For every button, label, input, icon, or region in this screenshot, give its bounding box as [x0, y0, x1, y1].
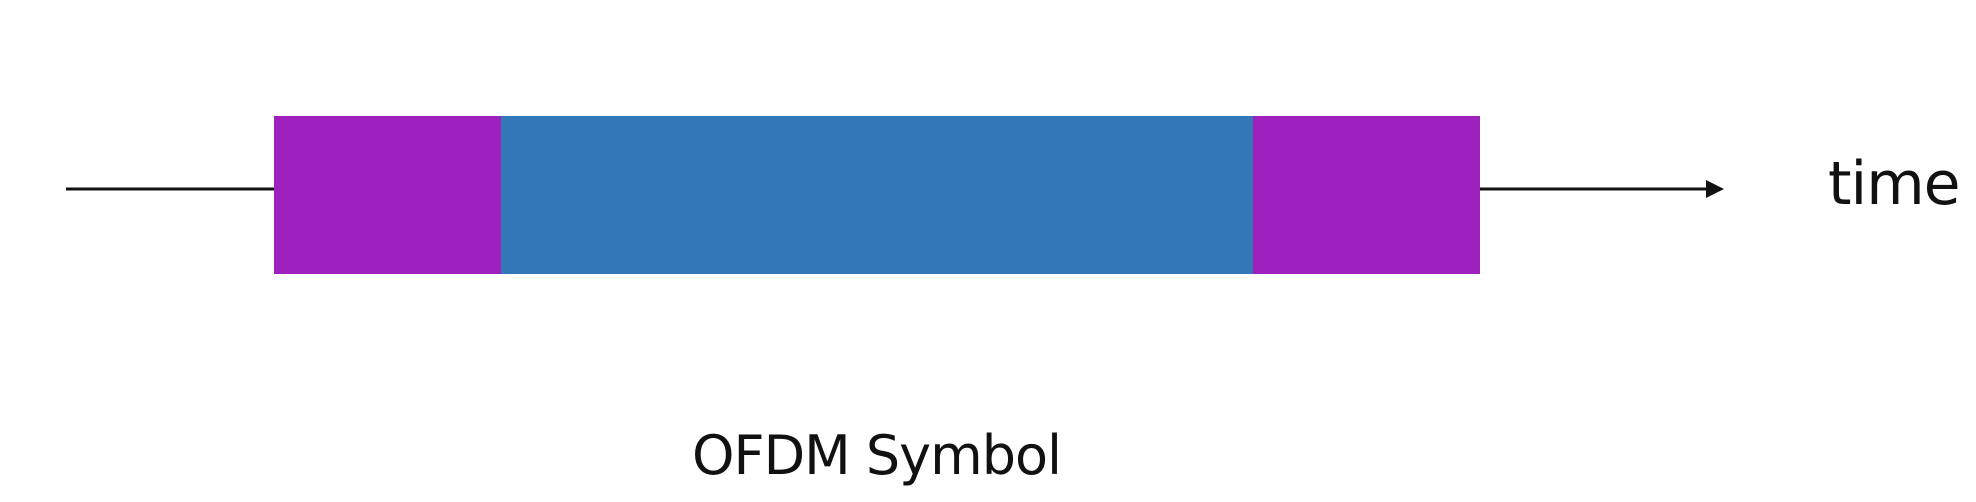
- suffix-segment: [1253, 116, 1480, 274]
- ofdm-symbol-caption: OFDM Symbol: [692, 424, 1062, 487]
- prefix-segment: [274, 116, 501, 274]
- time-arrow-head-icon: [1706, 180, 1724, 198]
- body-segment: [501, 116, 1253, 274]
- time-axis-label: time: [1828, 149, 1961, 219]
